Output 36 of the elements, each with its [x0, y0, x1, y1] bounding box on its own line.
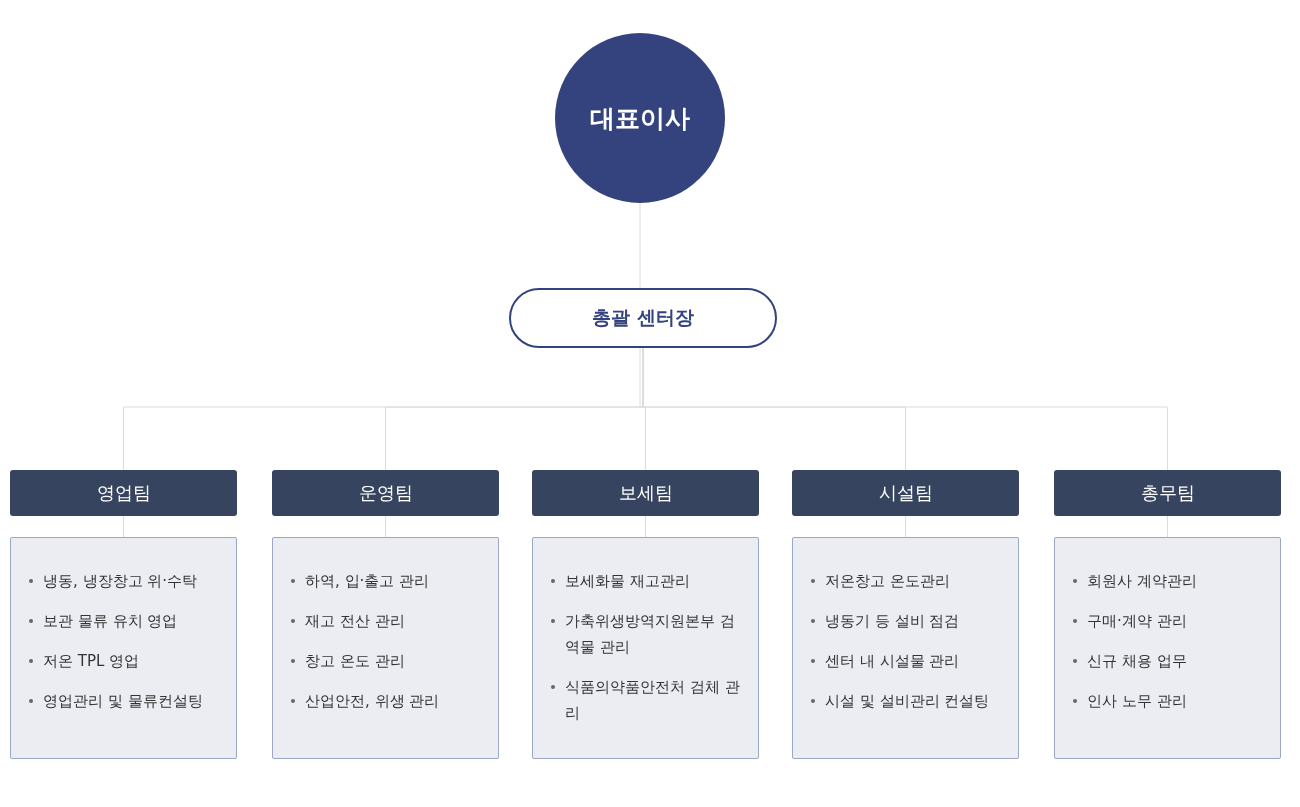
- connector-line: [645, 515, 646, 538]
- duty-item: 저온 TPL 영업: [29, 648, 224, 674]
- node-label: 운영팀: [358, 481, 413, 505]
- duty-item: 구매·계약 관리: [1073, 608, 1268, 634]
- duty-item: 식품의약품안전처 검체 관리: [551, 674, 746, 726]
- node-label: 시설팀: [878, 481, 933, 505]
- duty-item: 인사 노무 관리: [1073, 688, 1268, 714]
- duty-item: 시설 및 설비관리 컨설팅: [811, 688, 1006, 714]
- duty-item: 회원사 계약관리: [1073, 568, 1268, 594]
- duty-item: 저온창고 온도관리: [811, 568, 1006, 594]
- connector-line: [905, 515, 906, 538]
- duty-item: 가축위생방역지원본부 검역물 관리: [551, 608, 746, 660]
- connector-line: [385, 515, 386, 538]
- duty-item: 냉동, 냉장창고 위·수탁: [29, 568, 224, 594]
- node-label: 보세팀: [618, 481, 673, 505]
- duty-item: 하역, 입·출고 관리: [291, 568, 486, 594]
- node-label: 총무팀: [1140, 481, 1195, 505]
- node-label: 총괄 센터장: [592, 305, 694, 330]
- duty-box: [1054, 537, 1281, 759]
- duty-box: [272, 537, 499, 759]
- connector-line: [1167, 515, 1168, 538]
- duty-item: 센터 내 시설물 관리: [811, 648, 1006, 674]
- duty-item: 냉동기 등 설비 점검: [811, 608, 1006, 634]
- duty-item: 영업관리 및 물류컨설팅: [29, 688, 224, 714]
- duty-item: 산업안전, 위생 관리: [291, 688, 486, 714]
- duty-item: 보세화물 재고관리: [551, 568, 746, 594]
- duty-box: [10, 537, 237, 759]
- duty-box: [532, 537, 759, 759]
- node-label: 대표이사: [590, 102, 690, 135]
- node-label: 영업팀: [96, 481, 151, 505]
- duty-item: 창고 온도 관리: [291, 648, 486, 674]
- duty-item: 신규 채용 업무: [1073, 648, 1268, 674]
- duty-item: 보관 물류 유치 영업: [29, 608, 224, 634]
- duty-box: [792, 537, 1019, 759]
- duty-item: 재고 전산 관리: [291, 608, 486, 634]
- connector-line: [123, 515, 124, 538]
